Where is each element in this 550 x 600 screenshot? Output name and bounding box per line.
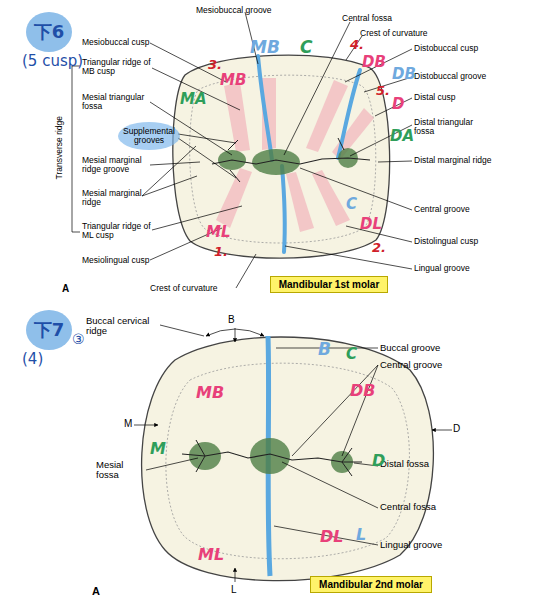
- handwritten-note: 5.: [376, 84, 390, 98]
- handwritten-note: DA: [390, 128, 414, 145]
- handwritten-note: D: [372, 452, 385, 470]
- handwritten-note: 1.: [214, 245, 228, 259]
- leader-lines: [134, 325, 452, 582]
- handwritten-note: B: [318, 340, 331, 359]
- tooth-number-badge: 下7(4): [26, 310, 72, 350]
- part-label: Transverse ridge: [55, 108, 64, 188]
- part-label: Lingual groove: [380, 540, 442, 550]
- handwritten-note: MB: [196, 384, 224, 402]
- part-label: Triangular ridge of MB cusp: [82, 58, 152, 77]
- part-label: Mesial fossa: [96, 460, 146, 481]
- handwritten-note: C: [346, 196, 357, 213]
- part-label: Mesiobuccal cusp: [82, 38, 150, 47]
- handwritten-note: MB: [220, 72, 246, 89]
- part-label: Distal marginal ridge: [414, 156, 491, 165]
- handwritten-note: 3.: [208, 58, 222, 72]
- part-label: Central groove: [414, 205, 470, 214]
- handwritten-note: DB: [392, 66, 416, 83]
- handwritten-note: ML: [206, 224, 231, 241]
- caption-box: Mandibular 2nd molar: [310, 576, 432, 593]
- handwritten-note: L: [356, 526, 366, 544]
- part-label: Central fossa: [342, 14, 392, 23]
- part-label: Buccal groove: [380, 343, 440, 353]
- direction-letter: L: [231, 584, 237, 595]
- part-label: Mesiobuccal groove: [196, 6, 272, 15]
- node-text: Mandibular 1st molar: [279, 279, 380, 290]
- direction-letter: D: [453, 423, 460, 434]
- handwritten-note: DB: [362, 54, 386, 71]
- part-label: Distolingual cusp: [414, 237, 478, 246]
- part-label: Buccal cervical ridge: [86, 316, 158, 337]
- part-label: Distal triangular fossa: [414, 118, 494, 137]
- node-subtext: (5 cusp): [22, 53, 88, 70]
- part-label: Mesial marginal ridge groove: [82, 156, 150, 175]
- first-molar: [173, 55, 390, 258]
- handwritten-note: MA: [180, 91, 207, 108]
- handwritten-note: DL: [320, 528, 343, 546]
- direction-letter: A: [62, 283, 69, 294]
- part-label: Lingual groove: [414, 264, 470, 273]
- handwritten-note: 2.: [372, 241, 386, 255]
- direction-letter: M: [124, 418, 132, 429]
- part-label: Crest of curvature: [150, 284, 218, 293]
- part-label: Distal cusp: [414, 93, 456, 102]
- leader-lines: [72, 12, 412, 288]
- node-text: 下6: [34, 22, 65, 42]
- node-text: Mandibular 2nd molar: [319, 579, 423, 590]
- handwritten-note: DB: [350, 382, 375, 400]
- part-label: Central fossa: [380, 502, 436, 512]
- part-label: Distal fossa: [380, 459, 429, 469]
- direction-letter: B: [228, 314, 235, 325]
- node-text: 下7: [34, 320, 65, 340]
- handwritten-note: 4.: [350, 38, 364, 52]
- handwritten-note: M: [150, 440, 166, 458]
- handwritten-note: DL: [360, 216, 382, 233]
- part-label: Mesiolingual cusp: [82, 256, 150, 265]
- part-label: Distobuccal groove: [414, 72, 486, 81]
- highlight-label: Supplemental grooves: [118, 122, 180, 150]
- handwritten-note: MB: [250, 38, 280, 57]
- handwritten-note: ML: [198, 546, 224, 564]
- tooth-number-badge: 下6(5 cusp): [26, 12, 72, 52]
- part-label: Distobuccal cusp: [414, 44, 478, 53]
- part-label: Crest of curvature: [360, 29, 428, 38]
- handwritten-note: D: [392, 96, 404, 113]
- handwritten-note: ③: [72, 332, 85, 347]
- handwritten-note: C: [346, 346, 357, 363]
- part-label: Central groove: [380, 360, 442, 370]
- part-label: Mesial marginal ridge: [82, 189, 142, 208]
- part-label: Mesial triangular fossa: [82, 93, 148, 112]
- node-subtext: (4): [22, 351, 88, 368]
- caption-box: Mandibular 1st molar: [270, 276, 388, 293]
- direction-letter: A: [92, 585, 100, 597]
- part-label: Triangular ridge of ML cusp: [82, 222, 152, 241]
- handwritten-note: C: [300, 38, 312, 57]
- node-text: Supplemental grooves: [118, 127, 180, 146]
